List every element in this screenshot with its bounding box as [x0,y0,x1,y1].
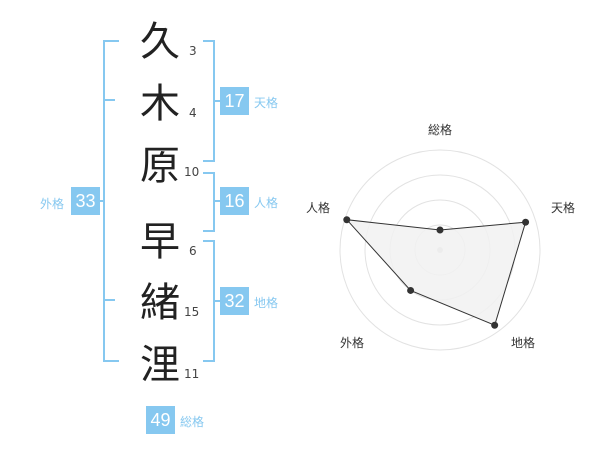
soukaku-label: 総格 [180,415,205,429]
gaikaku-bracket [103,40,119,362]
name-char-5: 緒 [140,280,180,326]
jinkaku-label: 人格 [254,196,279,210]
bracket-tick [103,99,115,101]
soukaku-badge: 49 [146,406,175,434]
stroke-count-4: 6 [189,244,197,258]
stroke-count-2: 4 [189,106,197,120]
radar-chart [339,149,541,351]
tenkaku-label: 天格 [254,96,279,110]
radar-point-1 [436,226,444,234]
stroke-count-6: 11 [184,367,200,381]
radar-point-2 [522,218,530,226]
chikaku-connector [213,300,221,302]
bracket-tick [103,299,115,301]
stroke-count-3: 10 [184,165,200,179]
gaikaku-connector [97,200,105,202]
jinkaku-connector [213,200,221,202]
jinkaku-bracket [203,172,215,232]
name-char-2: 木 [140,81,180,127]
name-char-6: 浬 [140,342,180,388]
radar-label-soukaku: 総格 [428,123,453,137]
radar-label-tenkaku: 天格 [551,201,576,215]
radar-label-jinkaku: 人格 [306,201,331,215]
radar-points [343,216,530,329]
gaikaku-badge: 33 [71,187,100,215]
stroke-count-1: 3 [189,44,197,58]
radar-label-gaikaku: 外格 [340,336,365,350]
tenkaku-badge: 17 [220,87,249,115]
stroke-count-5: 15 [184,305,200,319]
gaikaku-label: 外格 [40,197,65,211]
chikaku-label: 地格 [254,296,279,310]
tenkaku-connector [213,100,221,102]
jinkaku-badge: 16 [220,187,249,215]
name-char-1: 久 [140,19,180,65]
radar-area [345,219,527,326]
name-char-4: 早 [140,219,180,265]
name-char-3: 原 [140,143,180,189]
radar-ring [339,149,541,351]
radar-point-3 [491,321,499,329]
radar-label-chikaku: 地格 [511,336,536,350]
radar-point-5 [343,216,351,224]
radar-point-4 [407,286,415,294]
chikaku-badge: 32 [220,287,249,315]
